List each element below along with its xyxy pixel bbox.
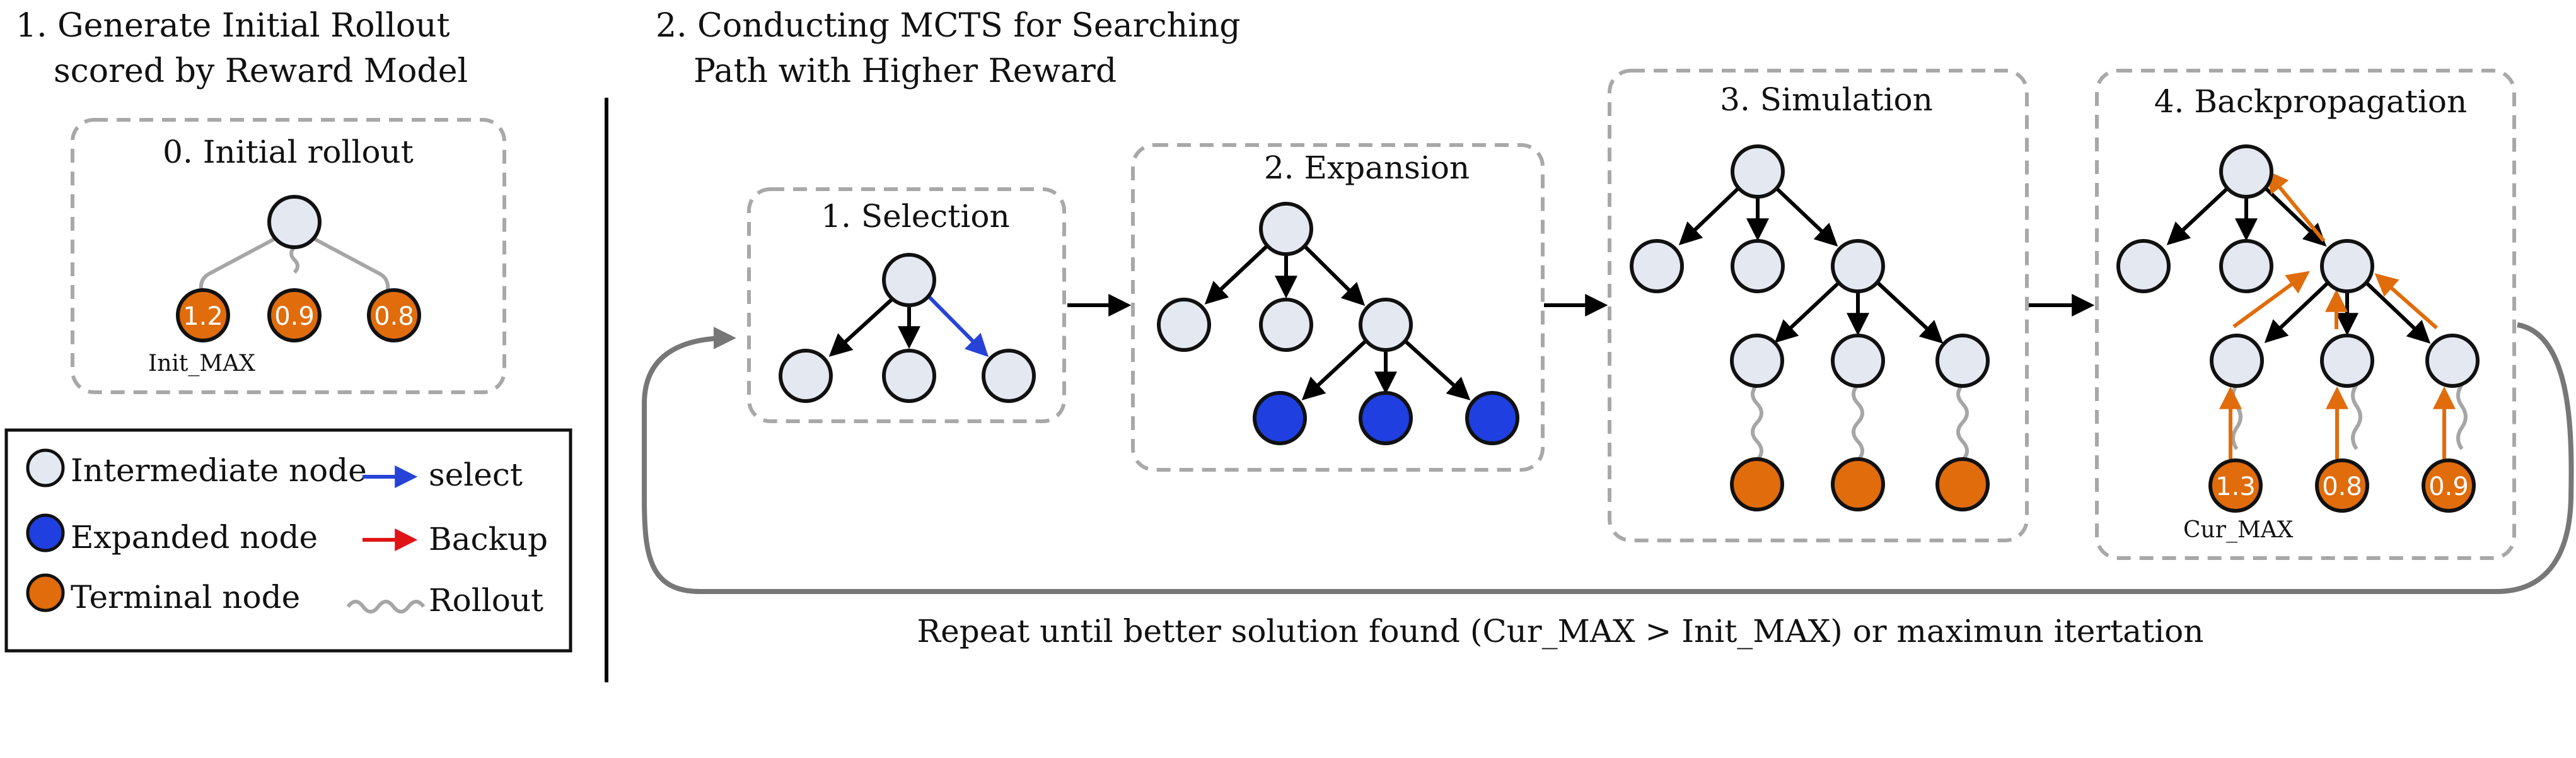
- panel-backprop-title: 4. Backpropagation: [2154, 83, 2467, 120]
- legend-intermediate-icon: [26, 448, 65, 487]
- expanded-node: [1253, 391, 1307, 445]
- legend-expanded-label: Expanded node: [71, 519, 318, 556]
- legend-terminal-label: Terminal node: [71, 579, 300, 615]
- intermediate-node: [2320, 239, 2374, 293]
- rollout-edge: [2351, 383, 2362, 450]
- rollout-edge: [2456, 383, 2468, 450]
- panel-expansion-title: 2. Expansion: [1264, 149, 1470, 186]
- select-edge: [925, 293, 989, 358]
- intermediate-node: [1731, 239, 1785, 293]
- intermediate-node: [1259, 298, 1313, 352]
- intermediate-node: [779, 349, 833, 403]
- terminal-node: [2422, 458, 2476, 513]
- legend-expanded-icon: [26, 513, 65, 552]
- tree-edge: [828, 294, 898, 357]
- tree-edge: [1403, 339, 1471, 400]
- panel-initial-border: [71, 118, 506, 394]
- left-section-title-line1: 1. Generate Initial Rollout: [16, 7, 450, 45]
- panel-simulation-title: 3. Simulation: [1720, 81, 1933, 118]
- terminal-node: [1935, 457, 1990, 511]
- tree-edge: [2264, 280, 2331, 343]
- left-section-title-line2: scored by Reward Model: [54, 52, 468, 90]
- intermediate-node: [1831, 239, 1885, 293]
- intermediate-node: [267, 195, 322, 249]
- intermediate-node: [2219, 239, 2273, 293]
- cur-max-label: Cur_MAX: [2183, 517, 2294, 543]
- terminal-node: [2208, 458, 2263, 513]
- intermediate-node: [882, 349, 936, 403]
- rollout-edge: [1751, 383, 1763, 462]
- expanded-node: [1359, 391, 1413, 445]
- repeat-caption: Repeat until better solution found (Cur_…: [917, 613, 2204, 650]
- intermediate-node: [2116, 239, 2171, 293]
- terminal-node: [2315, 458, 2369, 513]
- panel-selection-title: 1. Selection: [821, 198, 1009, 235]
- legend-select-label: select: [429, 457, 523, 493]
- terminal-node: [267, 288, 322, 342]
- panel-simulation-border: [1608, 69, 2029, 542]
- terminal-value: 0.9: [274, 302, 315, 331]
- terminal-node: [1831, 457, 1885, 511]
- terminal-value: 0.8: [374, 302, 414, 331]
- legend-rollout-icon: [346, 600, 426, 614]
- intermediate-node: [1935, 334, 1990, 388]
- intermediate-node: [1630, 239, 1684, 293]
- legend-border: [4, 428, 572, 653]
- tree-edge: [1204, 243, 1270, 305]
- panel-initial-title: 0. Initial rollout: [163, 134, 414, 170]
- panel-selection-border: [747, 187, 1066, 423]
- terminal-value: 1.2: [183, 302, 223, 331]
- legend: Intermediate node Expanded node Terminal…: [4, 428, 572, 653]
- tree-edge: [1875, 280, 1944, 344]
- legend-intermediate-label: Intermediate node: [71, 452, 367, 489]
- terminal-node: [1730, 457, 1784, 511]
- intermediate-node: [882, 253, 936, 307]
- right-section-title-line2: Path with Higher Reward: [693, 52, 1117, 90]
- init-max-label: Init_MAX: [148, 351, 255, 376]
- rollout-edge: [1956, 383, 1969, 462]
- tree-edge: [1301, 242, 1366, 306]
- intermediate-node: [1730, 334, 1784, 388]
- intermediate-node: [982, 349, 1036, 403]
- backprop-edge: [2265, 170, 2326, 242]
- tree-edge: [1774, 280, 1842, 343]
- panel-simulation: 3. Simulation: [1608, 69, 2029, 542]
- intermediate-node: [1259, 202, 1313, 256]
- legend-terminal-icon: [26, 573, 65, 612]
- terminal-value: 0.8: [2322, 472, 2362, 501]
- rollout-edge: [1852, 383, 1864, 462]
- tree-edge: [2261, 184, 2327, 247]
- intermediate-node: [1731, 144, 1785, 199]
- tree-edge: [2166, 185, 2231, 245]
- panel-selection: 1. Selection: [747, 187, 1066, 423]
- panel-initial-rollout: 0. Initial rollout 1.2 0.9 0.8 Init_MAX: [71, 118, 506, 394]
- intermediate-node: [2219, 144, 2273, 199]
- tree-edge: [1301, 339, 1368, 400]
- terminal-value: 0.9: [2428, 472, 2469, 501]
- right-section-title-line1: 2. Conducting MCTS for Searching: [656, 7, 1241, 45]
- legend-backup-label: Backup: [429, 521, 548, 557]
- panel-backprop-border: [2095, 69, 2516, 560]
- legend-rollout-label: Rollout: [429, 582, 543, 619]
- intermediate-node: [1359, 298, 1413, 352]
- terminal-value: 1.3: [2215, 472, 2256, 501]
- intermediate-node: [2320, 334, 2374, 388]
- intermediate-node: [2425, 334, 2480, 388]
- terminal-node: [176, 288, 230, 342]
- intermediate-node: [1157, 298, 1211, 352]
- repeat-loop-arrow: [642, 322, 2574, 594]
- expanded-node: [1465, 391, 1519, 445]
- tree-edge: [1772, 184, 1838, 247]
- rollout-edge: [2231, 383, 2242, 450]
- backprop-edge: [2232, 271, 2310, 329]
- panel-expansion: 2. Expansion: [1131, 143, 1545, 472]
- panel-expansion-border: [1131, 143, 1545, 472]
- intermediate-node: [1831, 334, 1885, 388]
- intermediate-node: [2210, 334, 2264, 388]
- panel-backpropagation: 4. Backpropagation 1.3 0.8 0.9 Cur_MAX: [2095, 69, 2516, 560]
- tree-edge: [1678, 185, 1742, 245]
- backprop-edge: [2374, 273, 2438, 330]
- terminal-node: [367, 288, 421, 342]
